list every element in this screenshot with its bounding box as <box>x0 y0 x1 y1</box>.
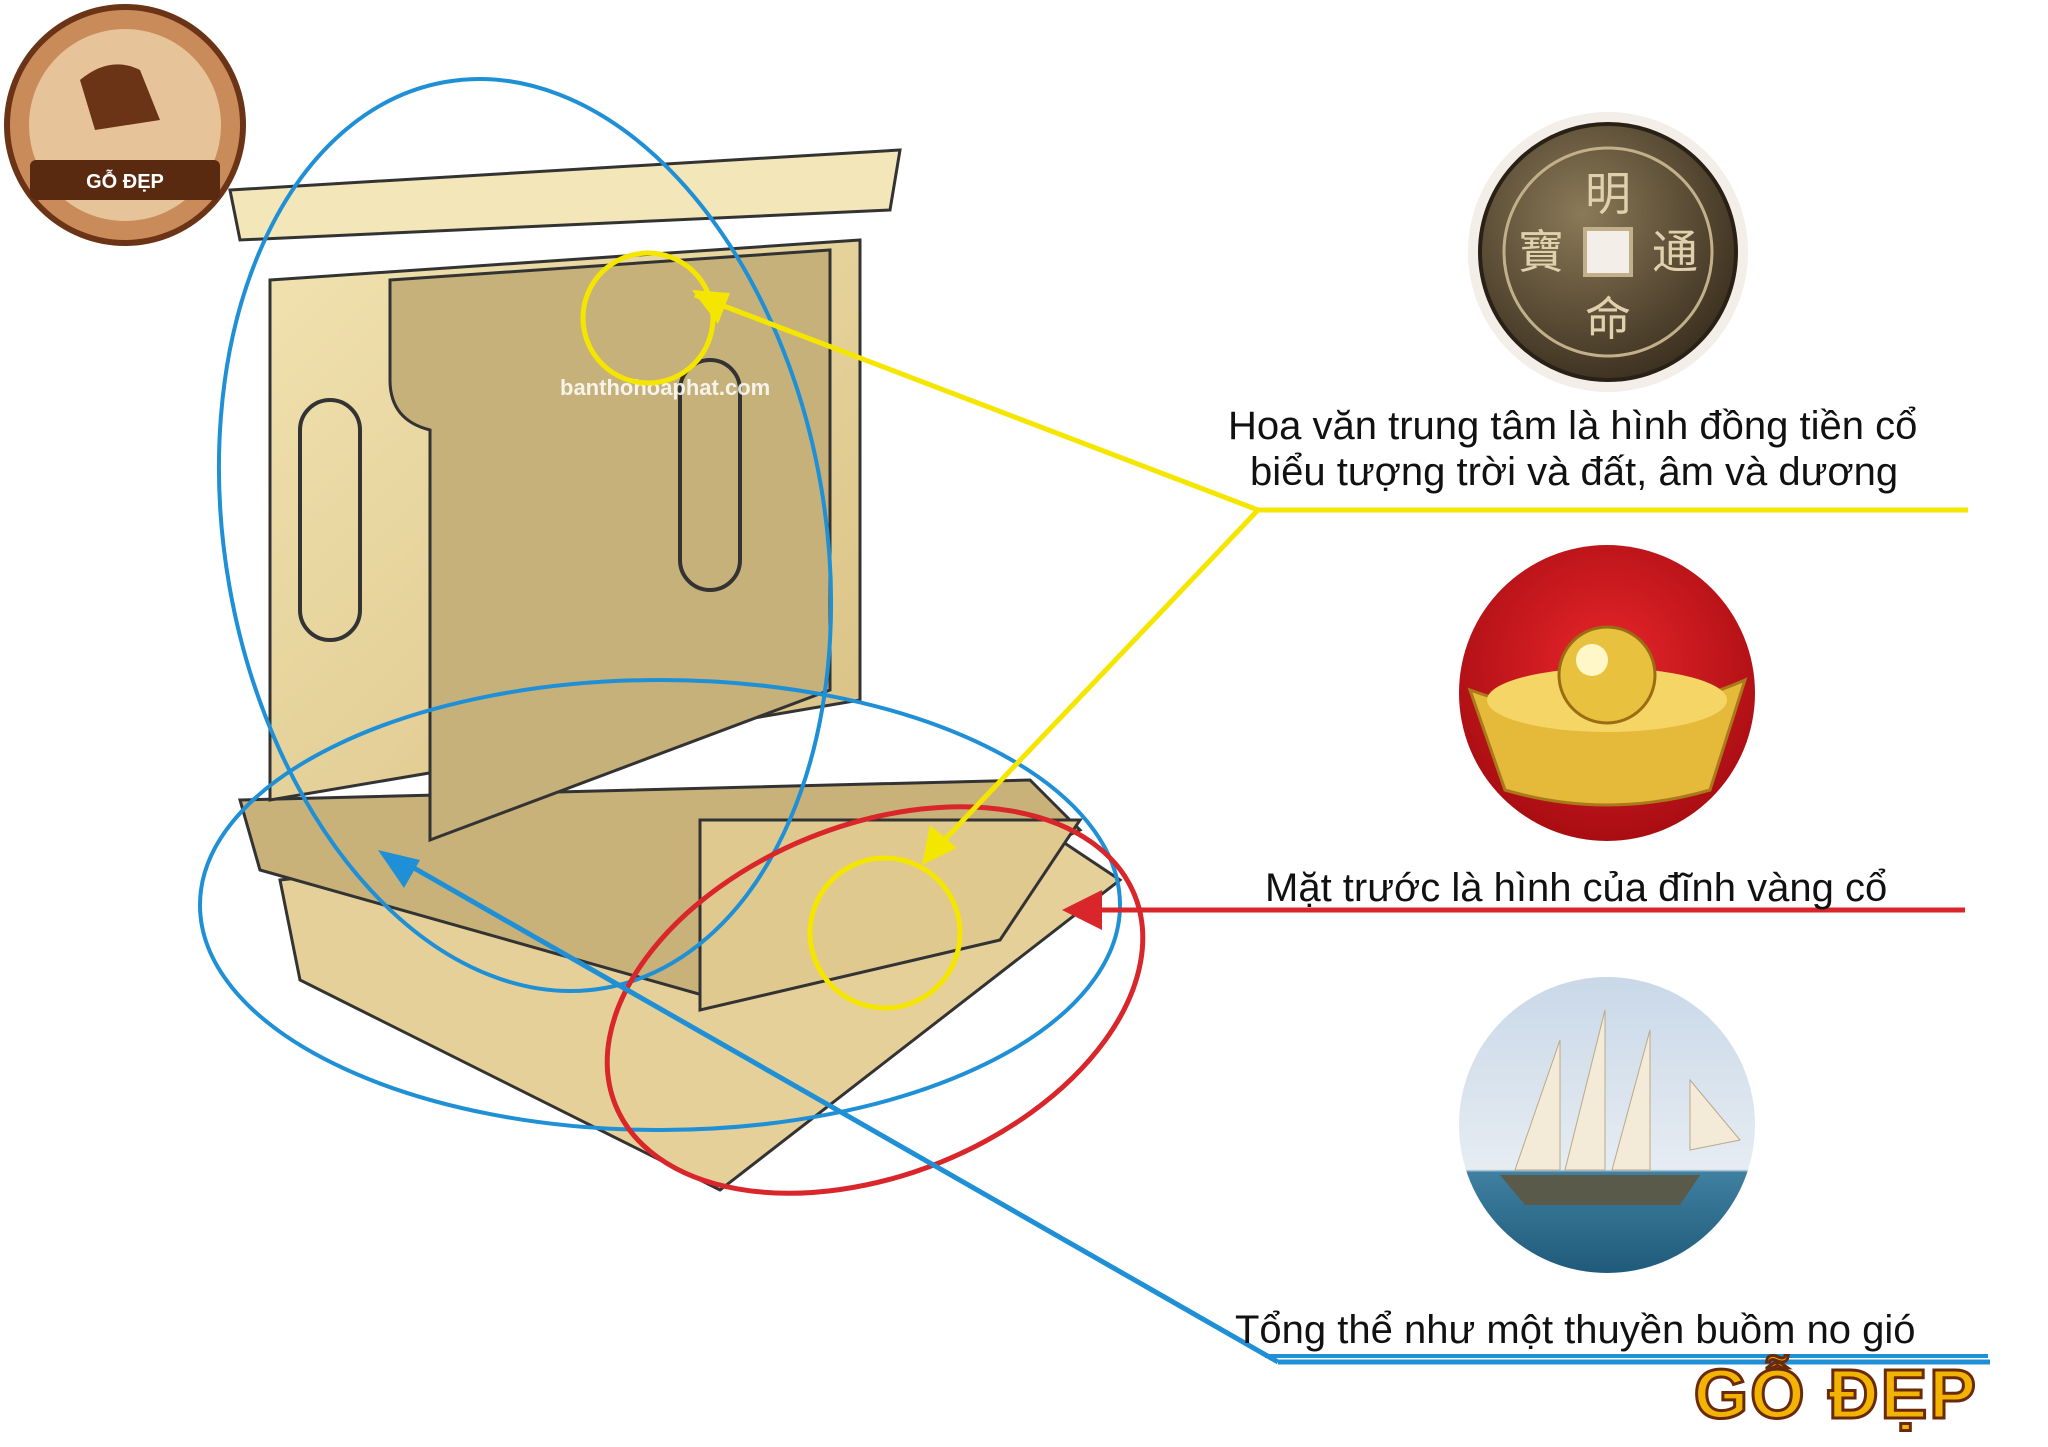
blue-ellipse-base <box>198 678 1122 1132</box>
altar-illustration: banthohoaphat.com <box>228 148 1123 1192</box>
coin-caption-line1: Hoa văn trung tâm là hình đồng tiền cổ <box>1228 404 1918 448</box>
coin-char-right: 通 <box>1652 225 1698 279</box>
coin-char-left: 寶 <box>1518 225 1564 279</box>
yellow-arrows <box>692 290 1968 865</box>
gold-ingot-image <box>1459 545 1755 841</box>
ingot-caption: Mặt trước là hình của đĩnh vàng cổ <box>1265 866 1888 910</box>
red-arrow <box>1062 890 1965 930</box>
ship-caption: Tổng thể như một thuyền buồm no gió <box>1235 1308 1916 1352</box>
yellow-circle-top <box>580 250 716 386</box>
blue-ellipse-top <box>216 77 834 993</box>
blue-arrow <box>378 850 1990 1365</box>
coin-caption-line2: biểu tượng trời và đất, âm và dương <box>1250 450 1899 494</box>
logo: GỖ ĐẸP <box>4 4 246 246</box>
red-ellipse <box>604 804 1146 1196</box>
logo-text: GỖ ĐẸP <box>86 169 164 193</box>
sailing-ship-image <box>1459 977 1755 1273</box>
carpenter-logo-icon <box>80 64 160 130</box>
coin-char-top: 明 <box>1585 167 1631 221</box>
yellow-circle-front <box>807 855 963 1011</box>
coin-char-bottom: 命 <box>1585 292 1631 346</box>
coin-image: 明 通 命 寶 <box>1468 112 1748 392</box>
brand-logo-text: GỖ ĐẸP <box>1692 1354 1978 1435</box>
